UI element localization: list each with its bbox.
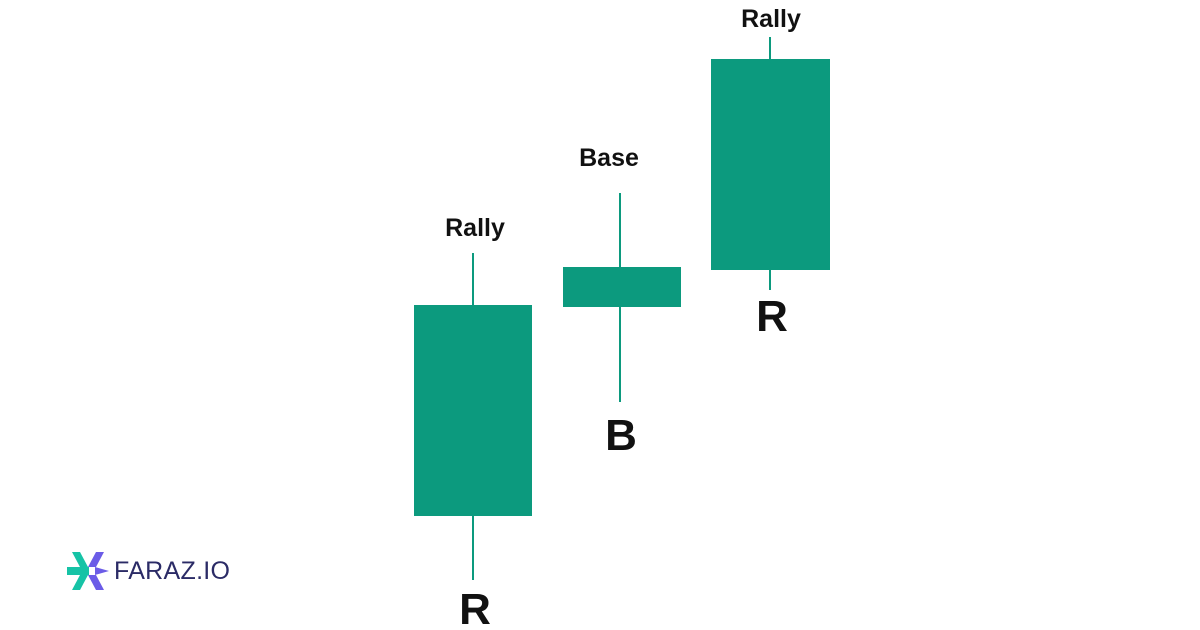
- asterisk-logo-icon: [67, 552, 109, 590]
- candle-rally-2-bottom-letter: R: [756, 292, 788, 341]
- candle-base-top-label: Base: [579, 144, 639, 172]
- candle-rally-1: Rally R: [414, 214, 532, 630]
- brand-name: FARAZ.IO: [114, 556, 231, 585]
- candle-base: Base B: [563, 144, 681, 460]
- candle-base-body: [563, 267, 681, 307]
- candle-rally-1-body: [414, 305, 532, 516]
- candle-rally-2: Rally R: [711, 5, 830, 341]
- candle-base-bottom-letter: B: [605, 411, 637, 460]
- candle-rally-2-top-label: Rally: [741, 5, 801, 33]
- candle-rally-2-body: [711, 59, 830, 270]
- brand-logo: FARAZ.IO: [66, 548, 230, 594]
- candle-rally-1-bottom-letter: R: [459, 585, 491, 630]
- candle-rally-1-top-label: Rally: [445, 214, 505, 242]
